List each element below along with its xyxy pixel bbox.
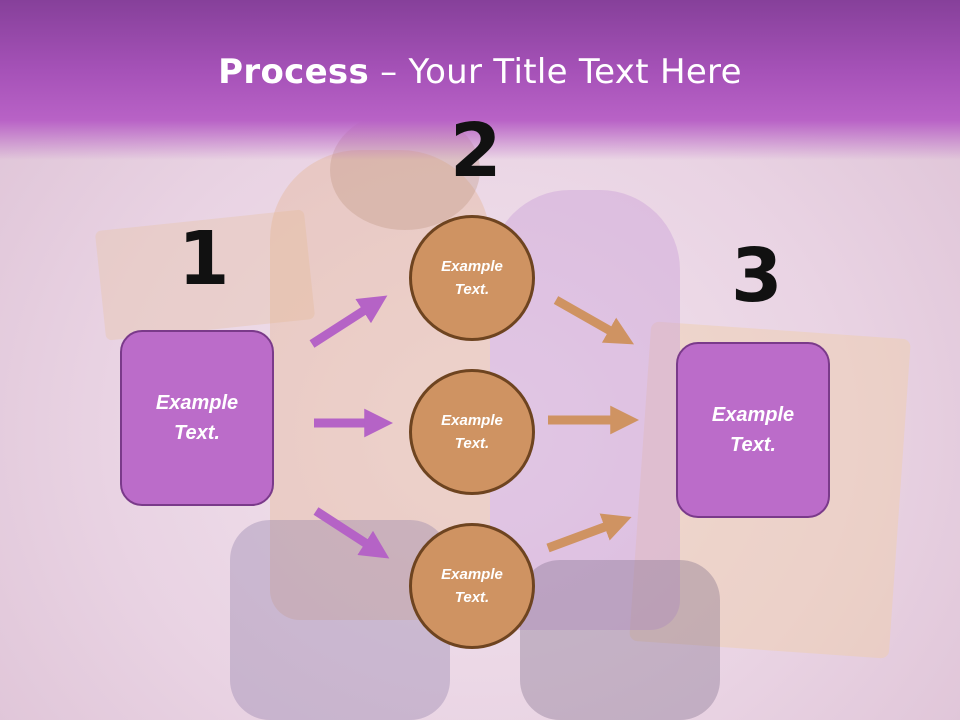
step-2-circle-2-label: Example Text. <box>441 412 503 452</box>
title-band <box>0 0 960 160</box>
step-2-circle-1: Example Text. <box>409 215 535 341</box>
title-rest: – Your Title Text Here <box>369 52 742 92</box>
step-3-box: Example Text. <box>676 342 830 518</box>
step-3-label: Example Text. <box>711 404 795 456</box>
step-2-circle-2: Example Text. <box>409 369 535 495</box>
step-2-number: 2 <box>450 108 502 194</box>
arrow-2a-to-3 <box>553 296 635 345</box>
arrow-1-to-2c <box>313 507 390 559</box>
step-1-label: Example Text. <box>155 392 239 444</box>
step-2-circle-3-label: Example Text. <box>441 566 503 606</box>
slide-title: Process – Your Title Text Here <box>0 52 960 92</box>
title-bold: Process <box>218 52 370 92</box>
step-1-number: 1 <box>178 216 230 302</box>
step-2-circle-3: Example Text. <box>409 523 535 649</box>
arrow-1-to-2a <box>309 295 388 348</box>
step-1-box: Example Text. <box>120 330 274 506</box>
step-2-circle-1-label: Example Text. <box>441 258 503 298</box>
arrow-2c-to-3 <box>546 513 632 553</box>
step-3-number: 3 <box>731 233 783 319</box>
